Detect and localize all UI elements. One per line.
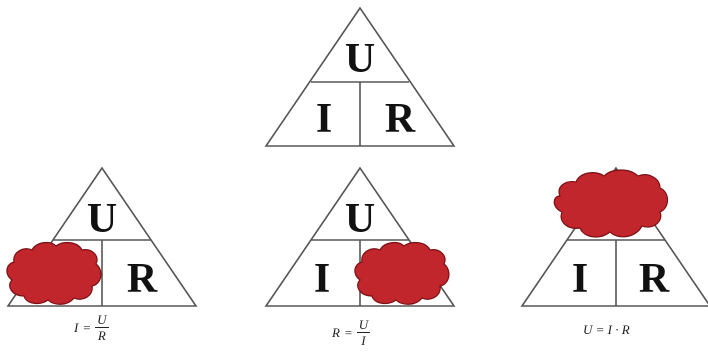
- triangle-top-r: R: [385, 96, 416, 142]
- triangle-left: U R I: [6, 166, 198, 307]
- formula-resistance-denominator: I: [361, 333, 366, 348]
- triangle-right-i: I: [572, 256, 588, 302]
- triangle-top-u: U: [345, 36, 375, 82]
- formula-current-fraction: U R: [95, 312, 109, 343]
- formula-current-lhs: I: [74, 319, 79, 335]
- formula-current: I = U R: [74, 313, 109, 342]
- triangle-right-r: R: [639, 256, 670, 302]
- formula-resistance-numerator: U: [356, 317, 371, 333]
- triangle-middle-u: U: [345, 196, 375, 242]
- formula-voltage-text: U = I · R: [583, 322, 630, 337]
- triangle-right: I R U: [520, 166, 708, 307]
- triangle-left-u: U: [87, 196, 117, 242]
- formula-resistance: R = U I: [332, 317, 371, 348]
- triangle-middle-i: I: [314, 256, 330, 302]
- formula-resistance-lhs: R: [332, 324, 340, 340]
- formula-resistance-fraction: U I: [356, 317, 371, 348]
- triangle-left-r: R: [127, 256, 158, 302]
- cloud-cover-left: [6, 241, 102, 305]
- triangle-middle: U I R: [264, 166, 456, 307]
- cloud-cover-middle: [354, 241, 450, 305]
- formula-current-numerator: U: [95, 312, 109, 328]
- triangle-top-i: I: [316, 96, 332, 142]
- formula-current-equals: =: [82, 319, 92, 335]
- formula-resistance-equals: =: [343, 324, 353, 340]
- triangle-top: U I R: [264, 6, 456, 147]
- cloud-cover-right: [553, 169, 669, 238]
- formula-current-denominator: R: [97, 328, 106, 343]
- formula-voltage: U = I · R: [583, 322, 630, 338]
